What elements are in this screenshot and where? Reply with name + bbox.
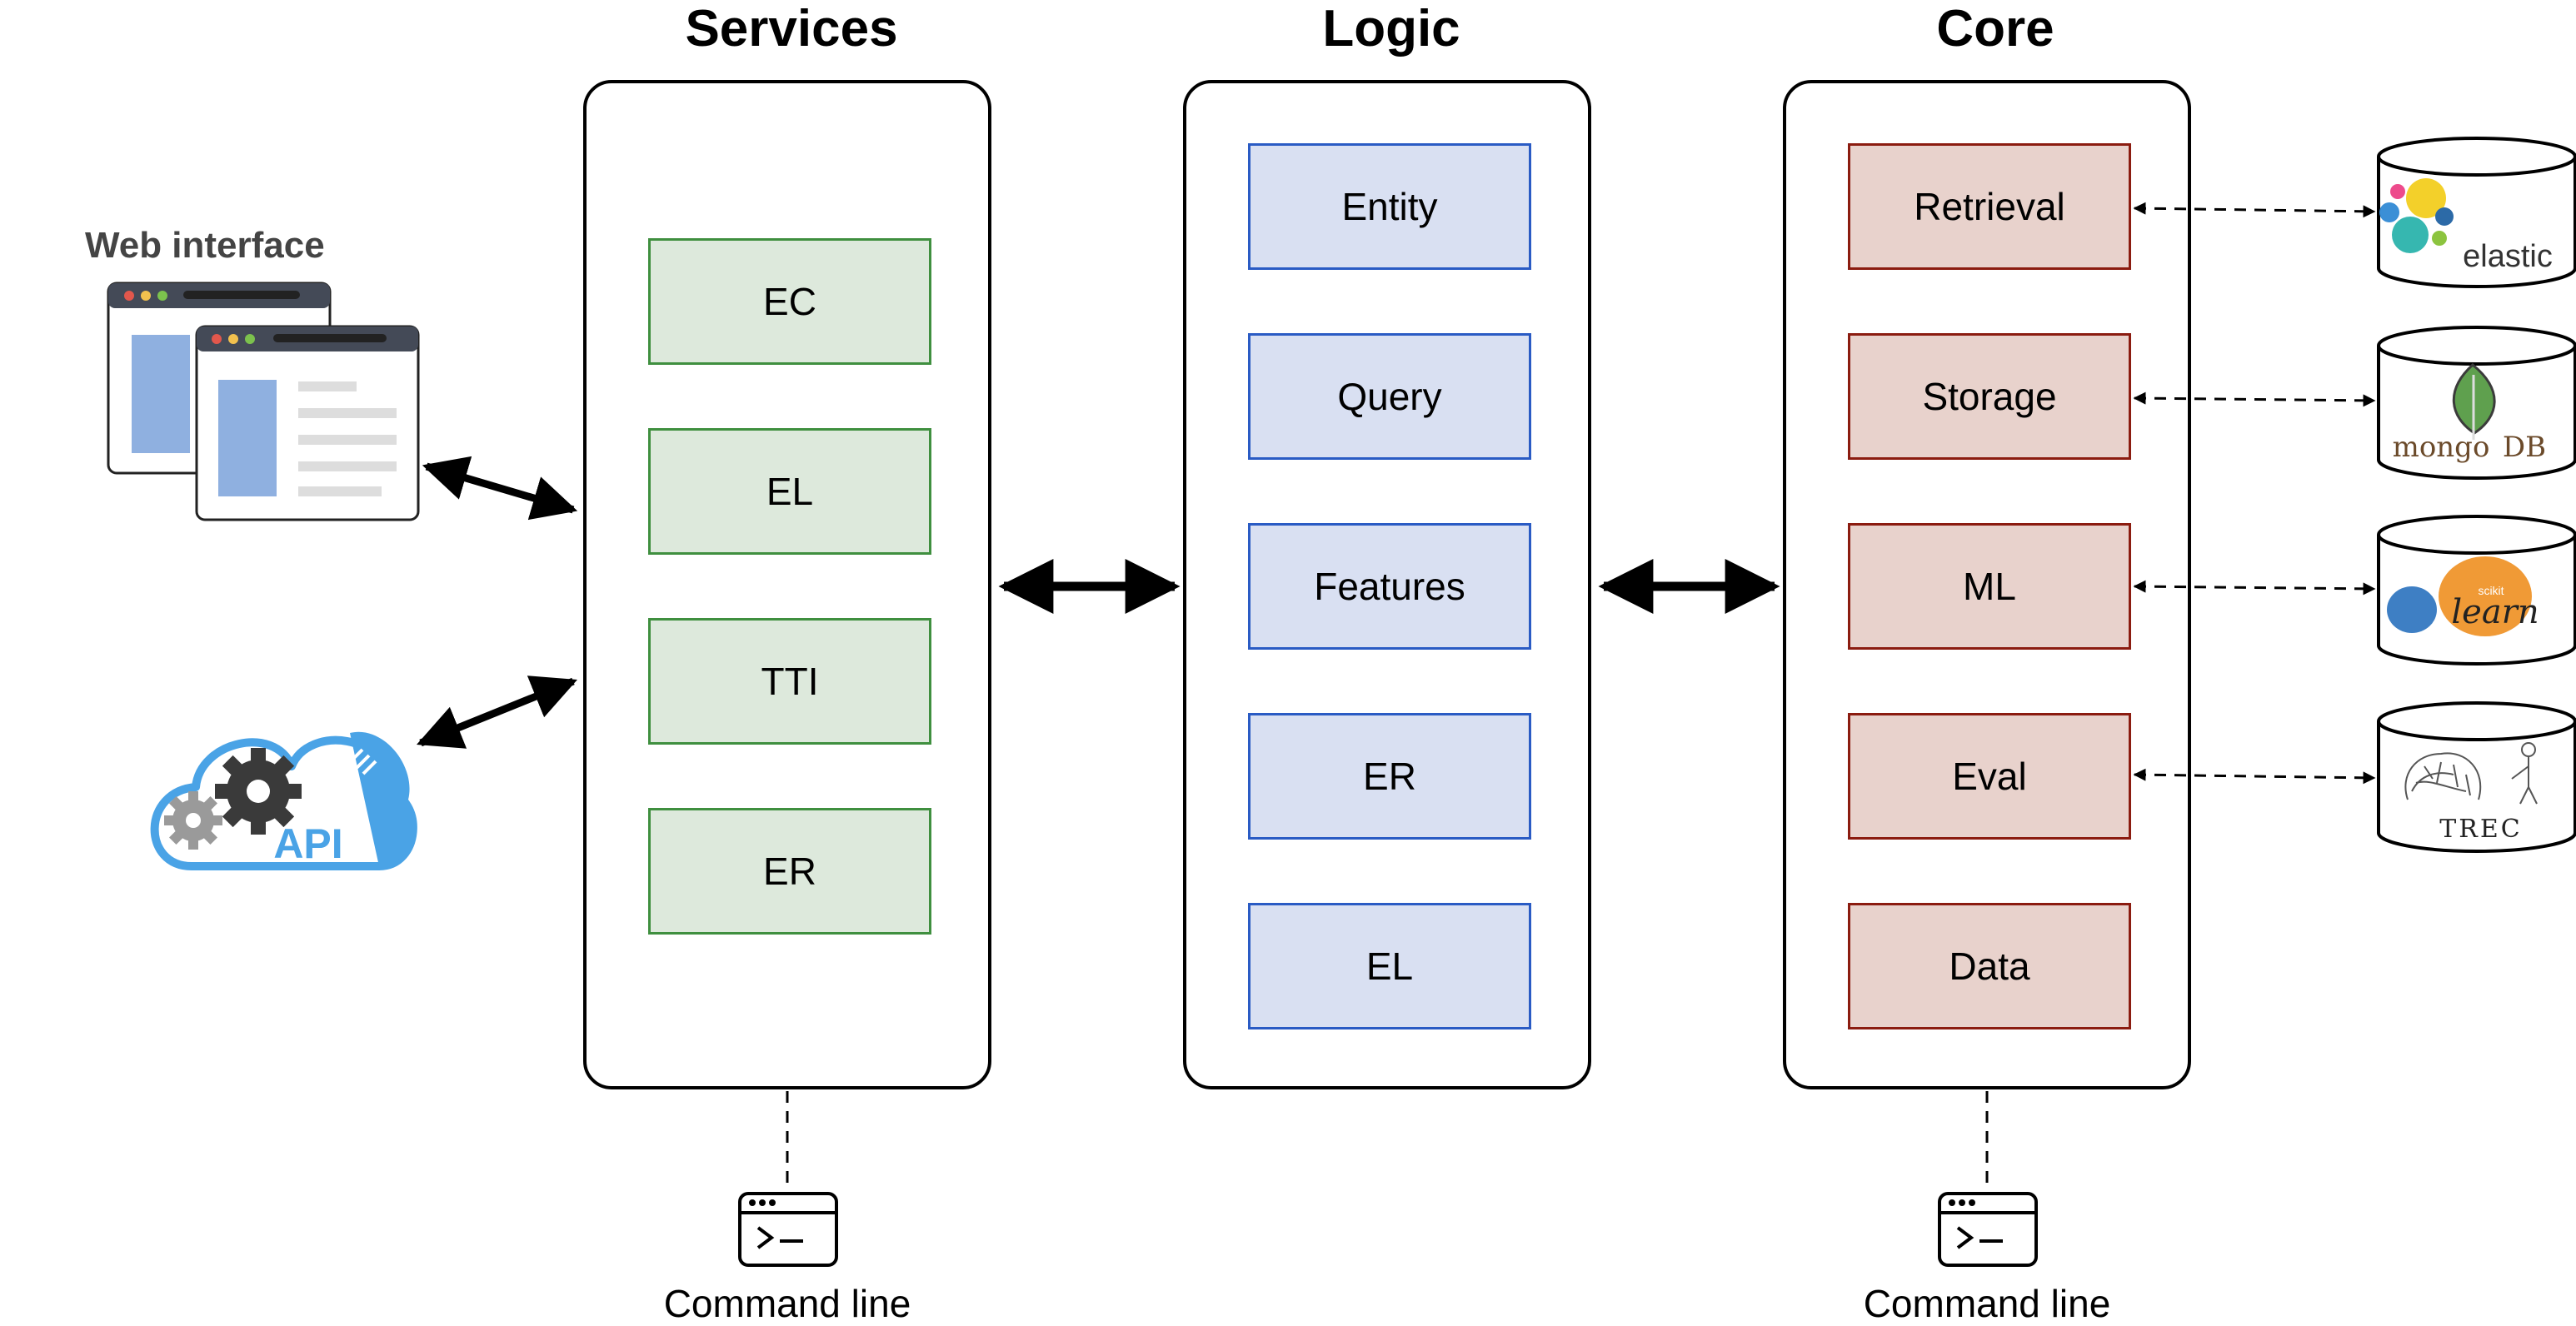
core-box-data[interactable]: Data — [1848, 903, 2131, 1029]
sklearn-label: learn — [2451, 593, 2539, 631]
services-box-ec[interactable]: EC — [648, 238, 931, 365]
elastic-database-icon[interactable]: elastic — [2377, 137, 2576, 288]
sklearn-database-icon[interactable]: scikit learn — [2377, 515, 2576, 665]
mongodb-database-icon[interactable]: mongo DB — [2377, 326, 2576, 480]
mongodb-db-label: DB — [2503, 431, 2546, 464]
core-box-storage[interactable]: Storage — [1848, 333, 2131, 460]
eval-trec-arrow — [2133, 768, 2376, 785]
core-box-ml[interactable]: ML — [1848, 523, 2131, 650]
core-box-eval[interactable]: Eval — [1848, 713, 2131, 840]
core-title: Core — [1936, 0, 2054, 57]
api-cloud-icon[interactable]: API — [150, 731, 417, 870]
logic-box-entity[interactable]: Entity — [1248, 143, 1531, 270]
retrieval-elastic-arrow — [2133, 202, 2376, 218]
storage-mongodb-arrow — [2133, 391, 2376, 407]
services-box-el[interactable]: EL — [648, 428, 931, 555]
web-interface-label: Web interface — [85, 225, 325, 266]
services-box-tti[interactable]: TTI — [648, 618, 931, 745]
web-interface-icon[interactable] — [107, 282, 420, 521]
api-services-arrow — [416, 675, 578, 749]
api-label: API — [273, 820, 342, 867]
sklearn-small-label: scikit — [2478, 584, 2504, 597]
services-title: Services — [685, 0, 898, 57]
services-terminal-icon[interactable] — [738, 1192, 838, 1267]
logic-box-el[interactable]: EL — [1248, 903, 1531, 1029]
trec-label: TREC — [2439, 815, 2522, 844]
services-box-er[interactable]: ER — [648, 808, 931, 935]
ml-sklearn-arrow — [2133, 580, 2376, 596]
trec-database-icon[interactable]: TREC — [2377, 701, 2576, 853]
logic-box-features[interactable]: Features — [1248, 523, 1531, 650]
web-services-arrow — [422, 456, 578, 521]
core-terminal-icon[interactable] — [1938, 1192, 2038, 1267]
logic-title: Logic — [1322, 0, 1460, 57]
mongodb-label: mongo — [2393, 431, 2490, 464]
logic-box-query[interactable]: Query — [1248, 333, 1531, 460]
elastic-label: elastic — [2463, 239, 2553, 274]
core-box-retrieval[interactable]: Retrieval — [1848, 143, 2131, 270]
logic-box-er[interactable]: ER — [1248, 713, 1531, 840]
